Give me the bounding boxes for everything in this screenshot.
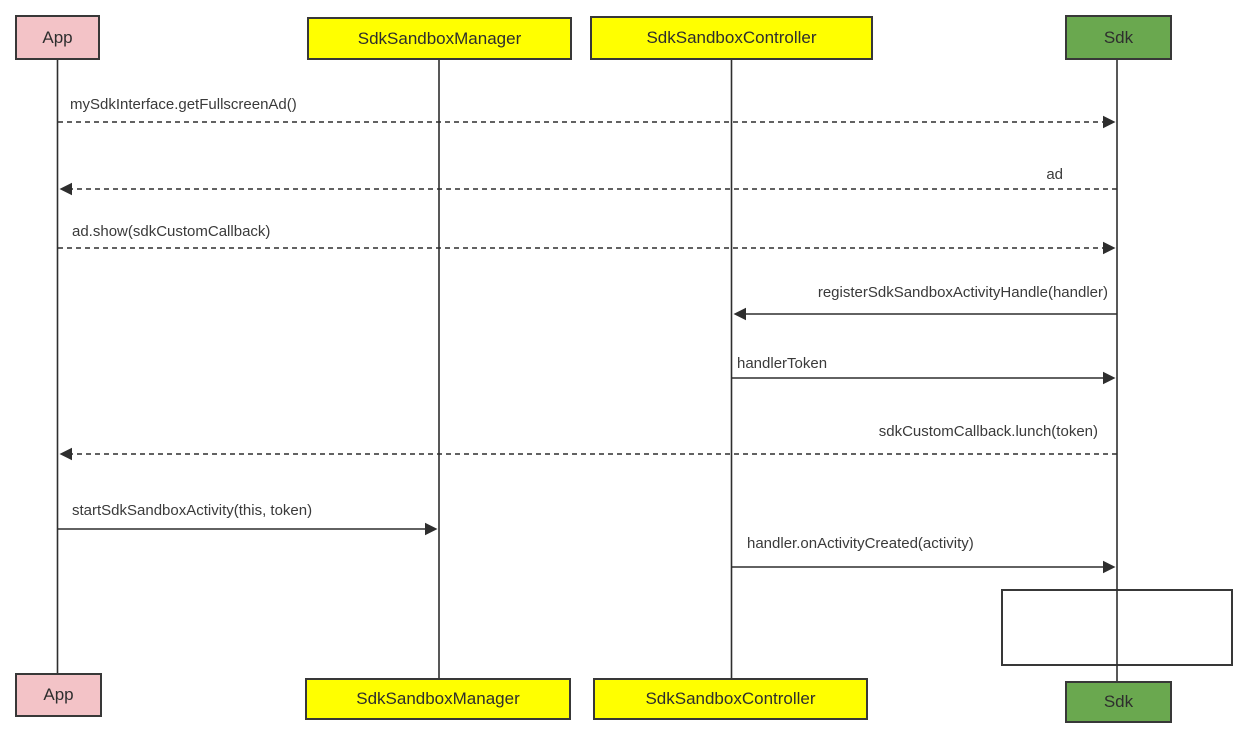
participant-app-bottom-label: App (43, 685, 74, 704)
message-label-startSdkSandboxActivity: startSdkSandboxActivity(this, token) (72, 502, 313, 519)
participant-app-top-label: App (42, 27, 73, 47)
message-label-ad: ad (1046, 166, 1063, 183)
message-label-sdkCustomCallback-lunch: sdkCustomCallback.lunch(token) (878, 423, 1098, 440)
participant-sdk-top-label: Sdk (1103, 27, 1134, 47)
participant-sdk-bottom: Sdk (1065, 681, 1172, 723)
participant-sdksandboxcontroller-bottom: SdkSandboxController (593, 678, 868, 720)
note-line-2: content) (1014, 627, 1069, 644)
message-label-ad-show: ad.show(sdkCustomCallback) (72, 223, 271, 240)
participant-app-top: App (15, 15, 100, 60)
participant-app-bottom: App (15, 673, 102, 717)
participant-sdksandboxcontroller-top: SdkSandboxController (590, 16, 873, 60)
message-label-handlerToken: handlerToken (737, 355, 828, 372)
participant-sdk-bottom-label: Sdk (1103, 692, 1134, 711)
note-line-1: activity.setContentView( (1014, 604, 1173, 621)
participant-sdksandboxmanager-top-label: SdkSandboxManager (357, 28, 522, 48)
note-setcontentview: activity.setContentView( content) (1014, 601, 1173, 647)
participant-sdksandboxmanager-bottom: SdkSandboxManager (305, 678, 571, 720)
participant-sdk-top: Sdk (1065, 15, 1172, 60)
participant-sdksandboxmanager-bottom-label: SdkSandboxManager (356, 689, 520, 708)
message-label-getFullscreenAd: mySdkInterface.getFullscreenAd() (70, 96, 297, 113)
message-label-registerSdkSandboxActivityHandle: registerSdkSandboxActivityHandle(handler… (817, 284, 1108, 301)
message-label-onActivityCreated: handler.onActivityCreated(activity) (747, 535, 974, 552)
participant-sdksandboxcontroller-top-label: SdkSandboxController (646, 28, 817, 47)
participant-sdksandboxcontroller-bottom-label: SdkSandboxController (645, 689, 816, 708)
participant-sdksandboxmanager-top: SdkSandboxManager (307, 17, 572, 60)
